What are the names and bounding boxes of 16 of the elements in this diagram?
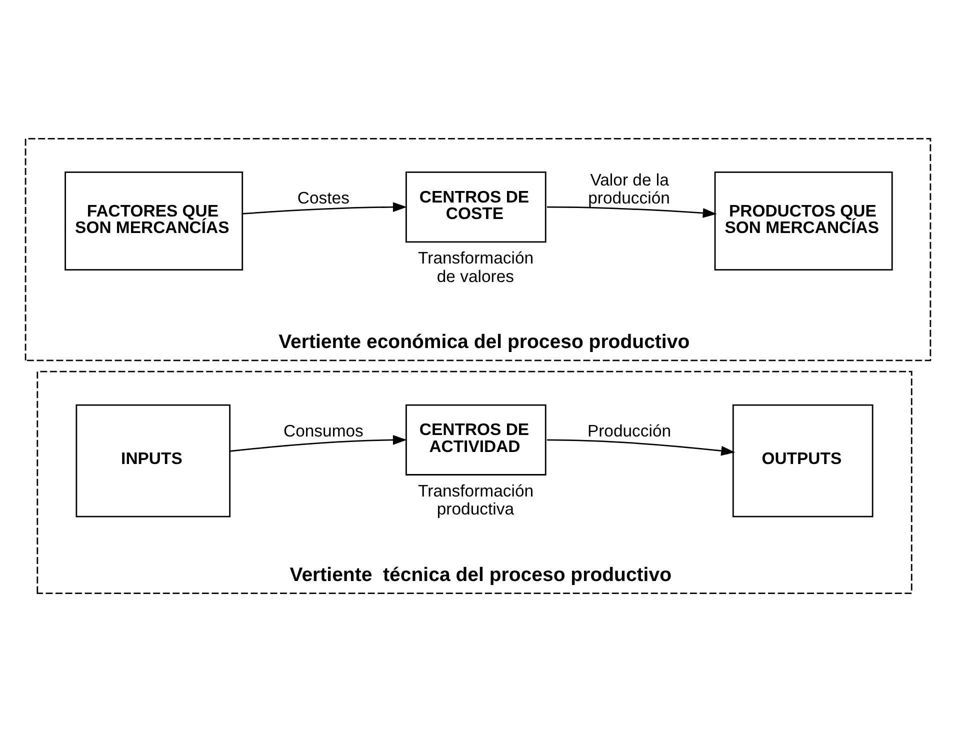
edge-label: Valor de la producción [588, 170, 670, 208]
edge-label: Consumos [283, 422, 364, 441]
edge-label: Producción [587, 422, 672, 441]
arrow [242, 202, 407, 214]
node-box: INPUTS [76, 404, 231, 518]
arrow [547, 439, 736, 456]
node-box: OUTPUTS [732, 404, 874, 518]
node-box: PRODUCTOS QUE SON MERCANCÍAS [714, 172, 893, 270]
arrow [230, 435, 407, 452]
edge-label: Costes [297, 188, 350, 208]
node-label: Transformación de valores [418, 248, 534, 286]
node-label: Transformación productiva [418, 482, 534, 519]
arrow [547, 206, 717, 218]
node-box: CENTROS DE COSTE [406, 172, 546, 243]
node-box: CENTROS DE ACTIVIDAD [406, 404, 546, 476]
node-box: FACTORES QUE SON MERCANCÍAS [64, 172, 244, 270]
